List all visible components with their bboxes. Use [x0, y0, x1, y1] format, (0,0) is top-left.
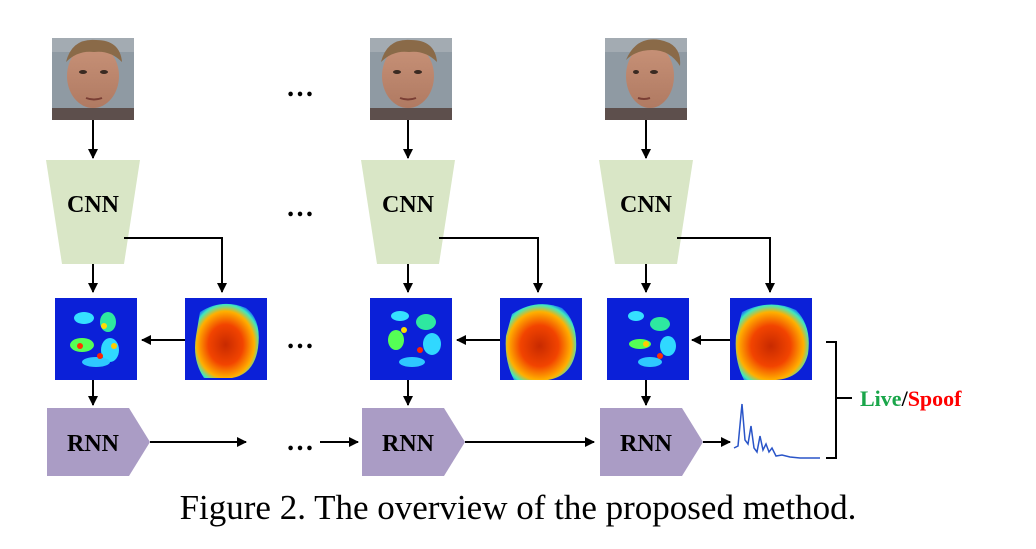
- rppg-signal-icon: [733, 403, 820, 459]
- cnn-block: [599, 160, 693, 264]
- output-bracket: [826, 341, 852, 459]
- face-photo-icon: [52, 38, 134, 120]
- live-label: Live: [860, 386, 902, 411]
- output-label: Live/Spoof: [860, 386, 962, 411]
- depth-map-icon: [185, 298, 267, 380]
- rnn-block: [362, 408, 465, 476]
- spoof-label: Spoof: [908, 386, 962, 411]
- ellipsis-row-2: …: [286, 192, 314, 223]
- cnn-label: CNN: [382, 192, 435, 218]
- face-photo-icon: [370, 38, 452, 120]
- rnn-label: RNN: [382, 431, 435, 457]
- cnn-block: [46, 160, 140, 264]
- feature-map-icon: [55, 298, 137, 380]
- feature-map-icon: [607, 298, 689, 380]
- ellipsis-column: … … … …: [286, 72, 314, 457]
- face-photo-icon: [605, 38, 687, 120]
- cnn-label: CNN: [67, 192, 120, 218]
- depth-map-icon: [730, 298, 812, 380]
- frame-column-1: CNN RNN: [46, 38, 267, 476]
- rnn-label: RNN: [67, 431, 120, 457]
- output-slash: /: [901, 386, 909, 411]
- cnn-label: CNN: [620, 192, 673, 218]
- cnn-block: [361, 160, 455, 264]
- feature-map-icon: [370, 298, 452, 380]
- rnn-label: RNN: [620, 431, 673, 457]
- rnn-block: [47, 408, 150, 476]
- ellipsis-row-4: …: [286, 426, 314, 457]
- frame-column-2: CNN RNN: [361, 38, 595, 476]
- ellipsis-row-3: …: [286, 324, 314, 355]
- rnn-block: [600, 408, 703, 476]
- ellipsis-row-1: …: [286, 72, 314, 103]
- frame-column-3: CNN RNN: [599, 38, 812, 476]
- depth-map-icon: [500, 298, 582, 380]
- figure-caption: Figure 2. The overview of the proposed m…: [179, 488, 857, 527]
